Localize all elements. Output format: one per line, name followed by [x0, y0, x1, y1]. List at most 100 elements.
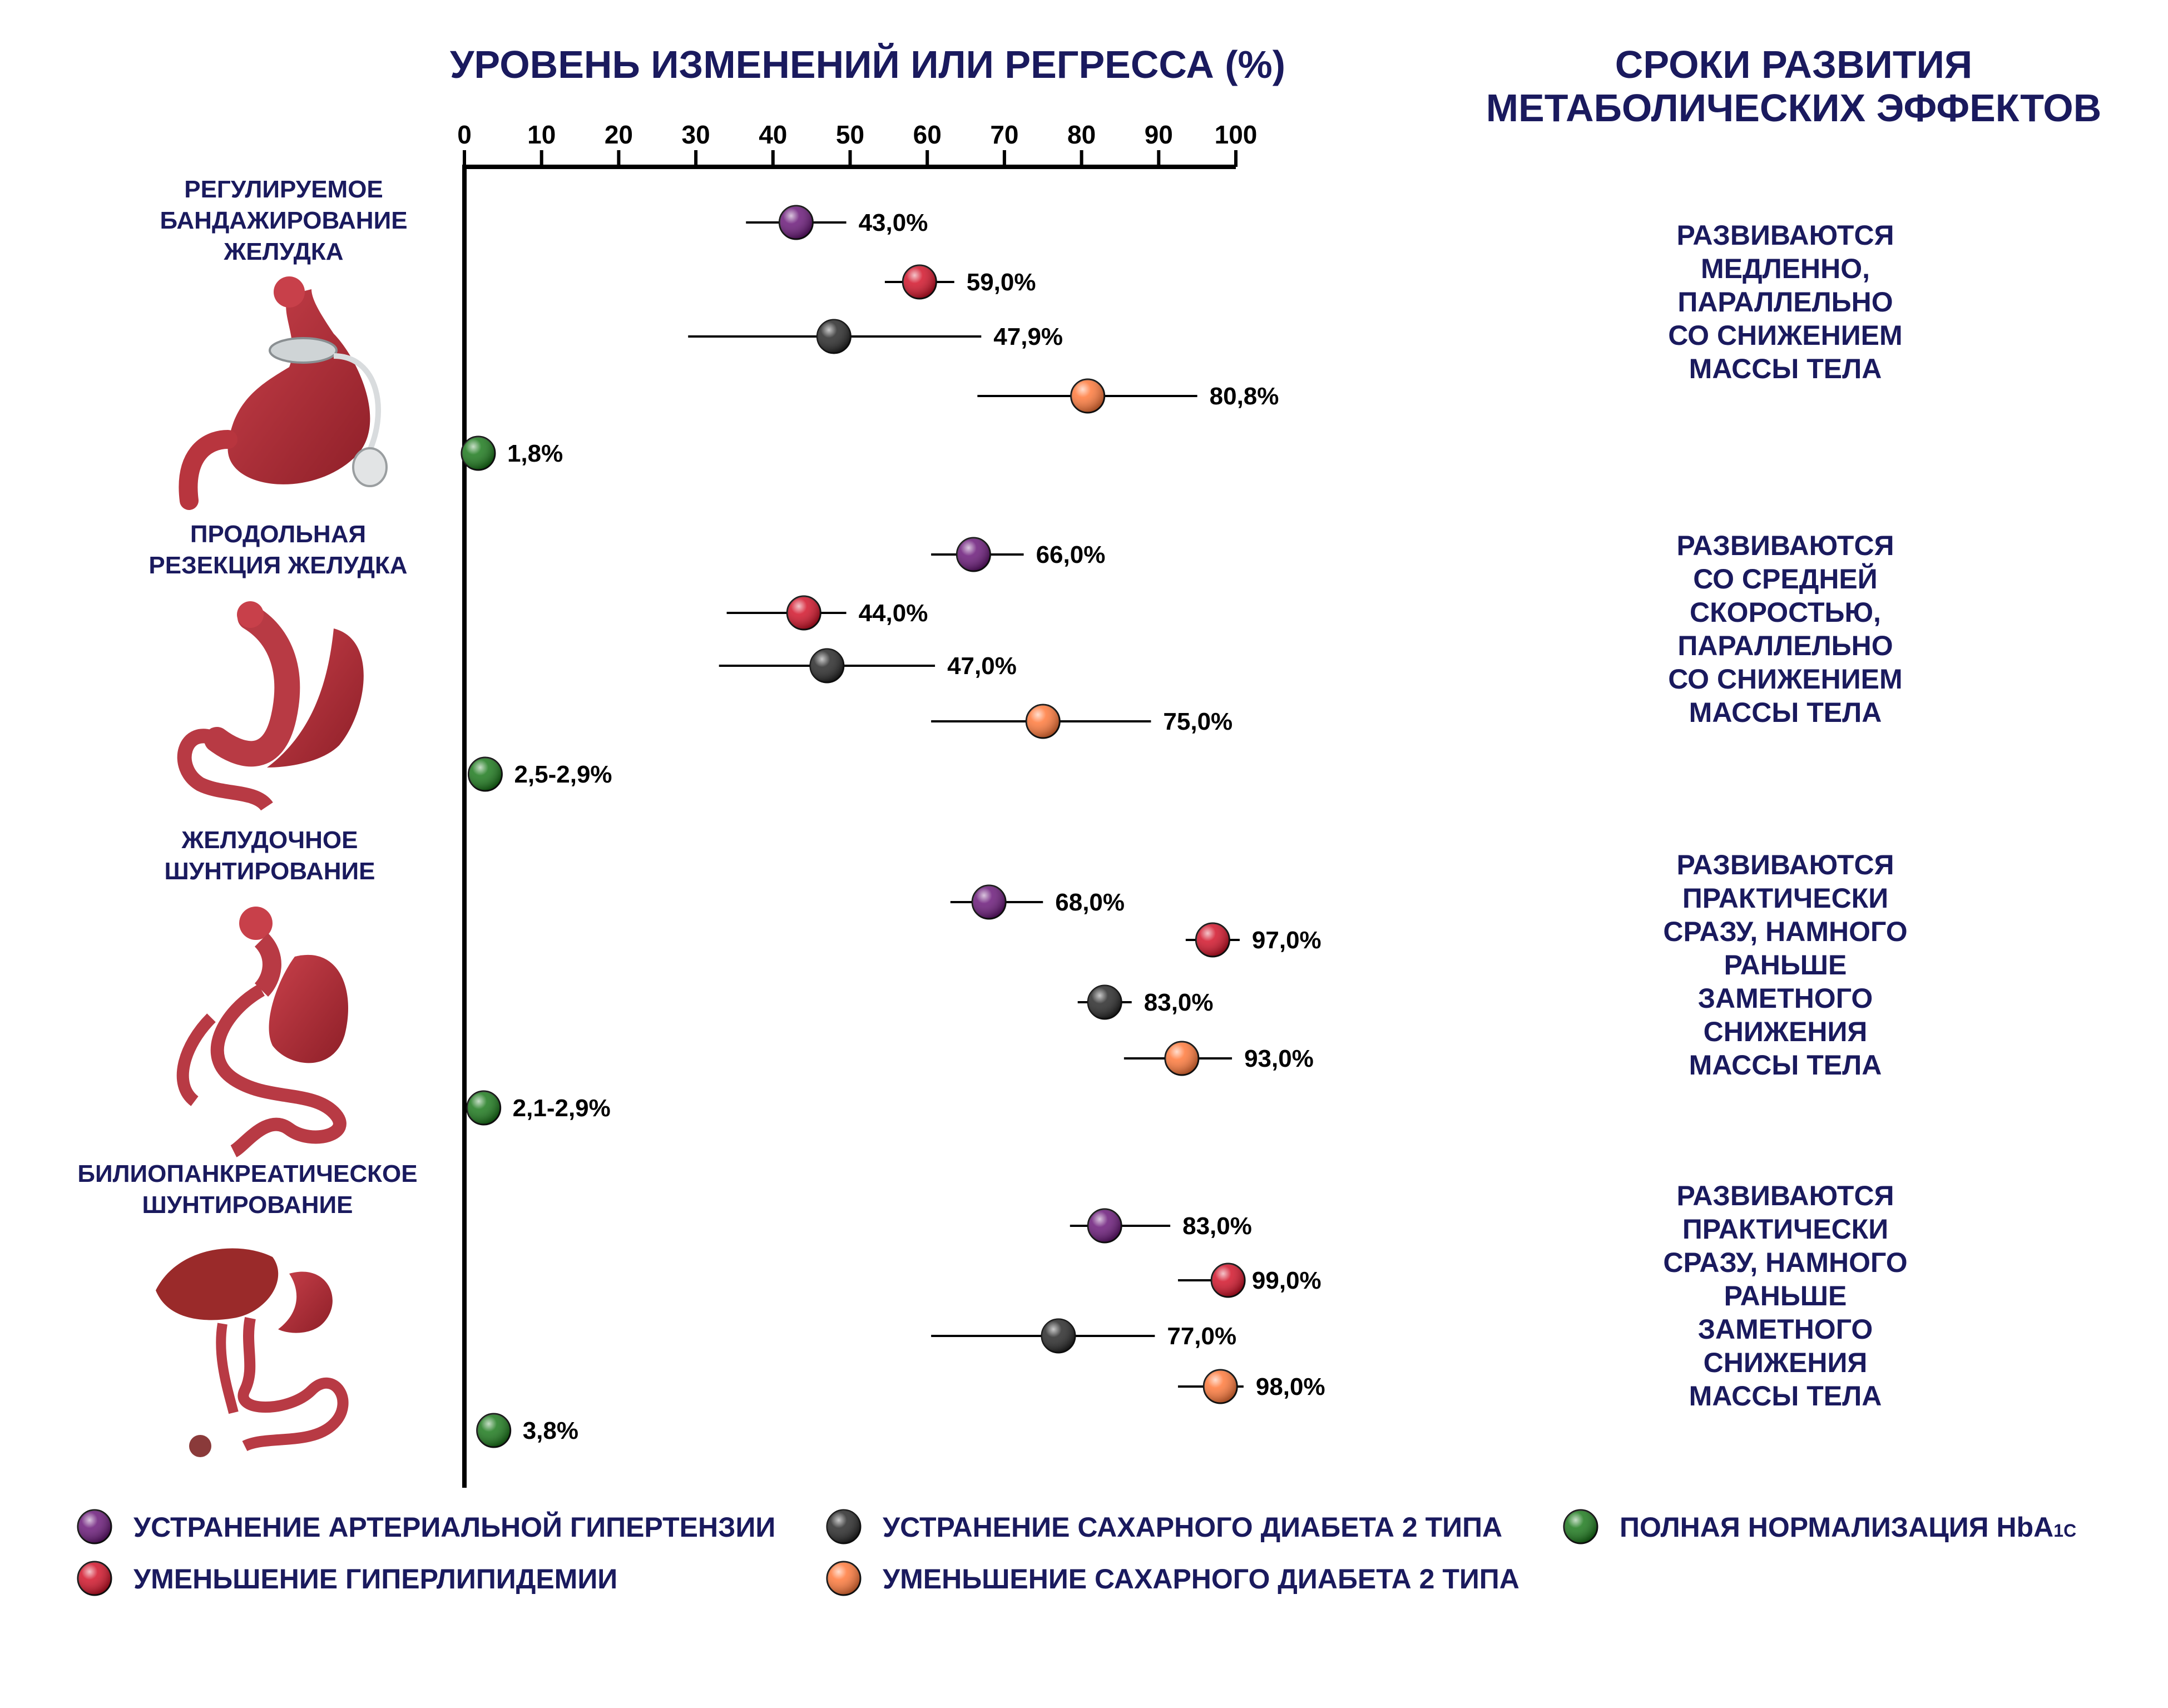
data-label: 80,8% — [1210, 383, 1279, 410]
gastric-bypass-illustration — [176, 907, 348, 1157]
timing-line: МЕДЛЕННО, — [1701, 253, 1870, 284]
data-point-hba — [461, 435, 496, 471]
data-point-htn — [778, 205, 814, 240]
legend-label-dm_red: УМЕНЬШЕНИЕ САХАРНОГО ДИАБЕТА 2 ТИПА — [883, 1563, 1519, 1595]
x-tick-label: 40 — [759, 120, 787, 149]
timing-line: ПАРАЛЛЕЛЬНО — [1677, 286, 1893, 318]
data-label: 2,1-2,9% — [513, 1095, 611, 1122]
procedure-name-line: ЖЕЛУДКА — [223, 238, 343, 265]
procedure-name-line: ЖЕЛУДОЧНОЕ — [181, 826, 358, 854]
data-label: 99,0% — [1252, 1267, 1321, 1294]
legend-label-dm_res: УСТРАНЕНИЕ САХАРНОГО ДИАБЕТА 2 ТИПА — [883, 1512, 1502, 1543]
procedure-name-line: ШУНТИРОВАНИЕ — [165, 858, 375, 885]
data-label: 3,8% — [523, 1417, 578, 1444]
timing-line: РАЗВИВАЮТСЯ — [1676, 530, 1894, 561]
data-point-dm_red — [1025, 704, 1061, 739]
x-tick-label: 100 — [1215, 120, 1258, 149]
legend-marker-dm_red — [826, 1561, 862, 1596]
x-tick-label: 10 — [527, 120, 556, 149]
data-label: 98,0% — [1256, 1373, 1325, 1400]
data-label: 47,0% — [947, 652, 1017, 680]
legend: УСТРАНЕНИЕ АРТЕРИАЛЬНОЙ ГИПЕРТЕНЗИИ УМЕНЬ… — [77, 1509, 2076, 1596]
x-tick-label: 20 — [605, 120, 633, 149]
data-point-lip — [902, 264, 937, 300]
timing-line: РАЗВИВАЮТСЯ — [1676, 849, 1894, 880]
data-label: 66,0% — [1036, 541, 1106, 568]
legend-label-lip: УМЕНЬШЕНИЕ ГИПЕРЛИПИДЕМИИ — [133, 1563, 617, 1595]
data-label: 93,0% — [1244, 1045, 1314, 1072]
procedure-name-line: БИЛИОПАНКРЕАТИЧЕСКОЕ — [77, 1160, 417, 1187]
data-point-lip — [1210, 1263, 1246, 1298]
timing-line: СРАЗУ, НАМНОГО — [1663, 1247, 1907, 1278]
legend-marker-lip — [77, 1561, 112, 1596]
data-label: 47,9% — [993, 323, 1063, 350]
procedure-name-line: БАНДАЖИРОВАНИЕ — [160, 207, 407, 234]
timing-line: ПРАКТИЧЕСКИ — [1682, 1214, 1888, 1245]
procedure-name-line: ПРОДОЛЬНАЯ — [190, 521, 366, 548]
timing-line: РАЗВИВАЮТСЯ — [1676, 220, 1894, 251]
data-point-htn — [956, 537, 991, 572]
timing-line: МАССЫ ТЕЛА — [1689, 353, 1882, 384]
data-point-dm_res — [1041, 1318, 1076, 1354]
sleeve-gastrectomy-illustration — [177, 601, 364, 811]
legend-label-hba: ПОЛНАЯ НОРМАЛИЗАЦИЯ HbA1C — [1620, 1512, 2076, 1543]
legend-marker-htn — [77, 1509, 112, 1544]
timing-line: СО СНИЖЕНИЕМ — [1668, 664, 1902, 695]
legend-label-subscript: 1C — [2053, 1521, 2076, 1541]
data-point-hba — [467, 756, 503, 792]
data-point-dm_res — [1087, 984, 1122, 1020]
procedure-name-line: РЕГУЛИРУЕМОЕ — [184, 176, 383, 203]
timing-line: МАССЫ ТЕЛА — [1689, 1380, 1882, 1412]
timing-line: СКОРОСТЬЮ, — [1690, 597, 1881, 628]
timing-line: ПАРАЛЛЕЛЬНО — [1677, 630, 1893, 661]
timing-title-line2: МЕТАБОЛИЧЕСКИХ ЭФФЕКТОВ — [1486, 86, 2102, 130]
data-point-dm_red — [1202, 1369, 1238, 1404]
data-label: 68,0% — [1055, 889, 1125, 916]
legend-marker-dm_res — [826, 1509, 862, 1544]
legend-marker-hba — [1563, 1509, 1598, 1544]
data-point-dm_res — [809, 648, 845, 684]
data-point-dm_red — [1164, 1041, 1200, 1076]
data-point-hba — [476, 1413, 512, 1448]
procedure-labels: РЕГУЛИРУЕМОЕ БАНДАЖИРОВАНИЕ ЖЕЛУДКА ПРОДОЛЬ… — [77, 176, 417, 1219]
data-label: 59,0% — [967, 269, 1036, 296]
data-label: 77,0% — [1167, 1323, 1236, 1350]
legend-label-htn: УСТРАНЕНИЕ АРТЕРИАЛЬНОЙ ГИПЕРТЕНЗИИ — [133, 1511, 775, 1543]
data-point-lip — [1195, 922, 1230, 958]
x-tick-label: 70 — [990, 120, 1018, 149]
data-label: 83,0% — [1182, 1212, 1252, 1240]
data-label: 43,0% — [859, 209, 928, 236]
x-tick-label: 50 — [836, 120, 864, 149]
timing-line: РАНЬШЕ — [1724, 1280, 1847, 1311]
timing-line: ПРАКТИЧЕСКИ — [1682, 883, 1888, 914]
data-label: 2,5-2,9% — [514, 761, 612, 788]
procedure-name-line: РЕЗЕКЦИЯ ЖЕЛУДКА — [149, 552, 407, 579]
chart-title: УРОВЕНЬ ИЗМЕНЕНИЙ ИЛИ РЕГРЕССА (%) — [450, 42, 1285, 86]
data-points: 43,0%59,0%47,9%80,8%1,8%66,0%44,0%47,0%7… — [461, 205, 1325, 1448]
x-tick-label: 0 — [457, 120, 472, 149]
gastric-band-illustration — [179, 276, 388, 510]
data-label: 75,0% — [1163, 708, 1233, 735]
x-tick-label: 30 — [682, 120, 710, 149]
data-point-dm_res — [816, 319, 852, 354]
x-tick-label: 80 — [1067, 120, 1096, 149]
x-tick-label: 90 — [1145, 120, 1173, 149]
data-point-hba — [466, 1090, 502, 1126]
timing-title-line1: СРОКИ РАЗВИТИЯ — [1615, 43, 1972, 86]
data-point-htn — [1087, 1208, 1122, 1244]
data-point-htn — [971, 884, 1007, 920]
timing-line: СО СНИЖЕНИЕМ — [1668, 320, 1902, 351]
timing-line: МАССЫ ТЕЛА — [1689, 697, 1882, 728]
timing-line: СРАЗУ, НАМНОГО — [1663, 916, 1907, 947]
timing-line: СНИЖЕНИЯ — [1704, 1347, 1868, 1378]
data-label: 1,8% — [507, 440, 563, 467]
data-label: 83,0% — [1144, 989, 1214, 1016]
timing-line: ЗАМЕТНОГО — [1698, 983, 1873, 1014]
timing-line: СНИЖЕНИЯ — [1704, 1016, 1868, 1047]
timing-line: ЗАМЕТНОГО — [1698, 1314, 1873, 1345]
timing-line: СО СРЕДНЕЙ — [1693, 563, 1877, 595]
timing-line: РАЗВИВАЮТСЯ — [1676, 1180, 1894, 1211]
